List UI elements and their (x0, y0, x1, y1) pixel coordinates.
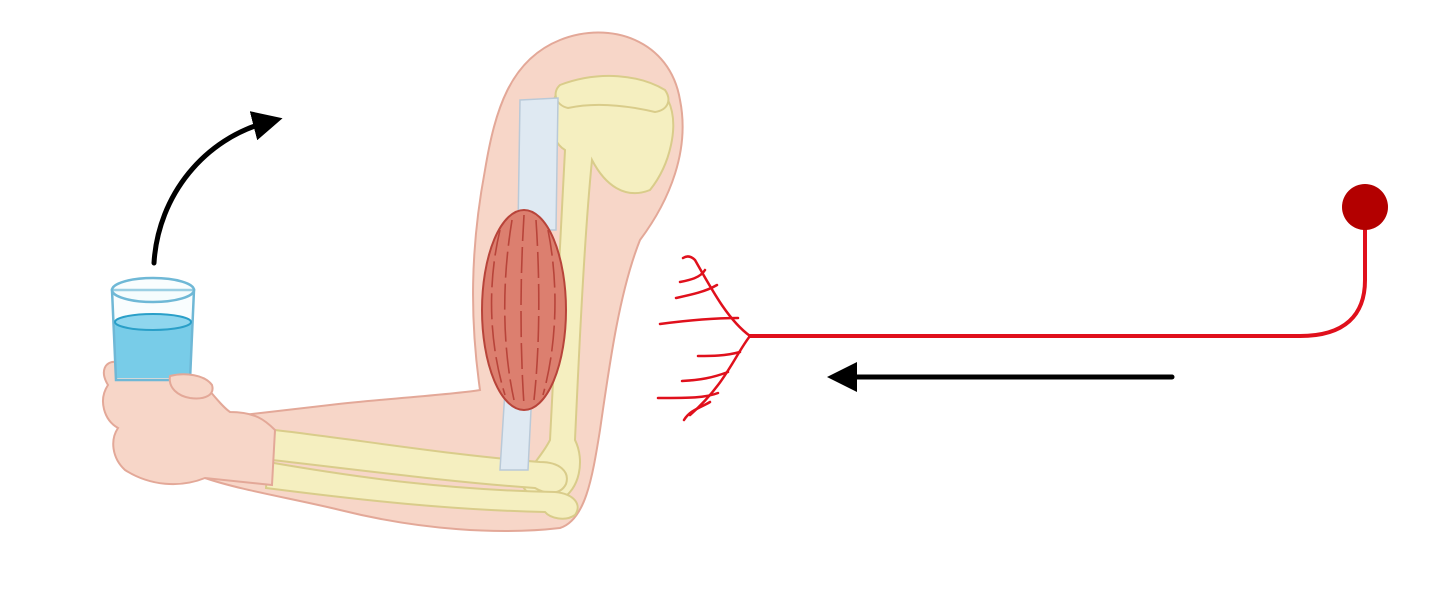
ulna-bone (264, 460, 579, 520)
water-glass-icon (110, 276, 196, 382)
shoulder-bone (554, 75, 670, 114)
arm (102, 31, 684, 532)
curved-arrow-icon (151, 111, 283, 266)
hand (102, 360, 277, 487)
neuron-cell-body (1342, 184, 1388, 230)
upper-tendon (517, 97, 559, 231)
motor-neuron-icon (656, 184, 1388, 422)
thumb (168, 373, 214, 400)
biceps-muscle (481, 209, 567, 411)
radius-bone (270, 428, 568, 494)
